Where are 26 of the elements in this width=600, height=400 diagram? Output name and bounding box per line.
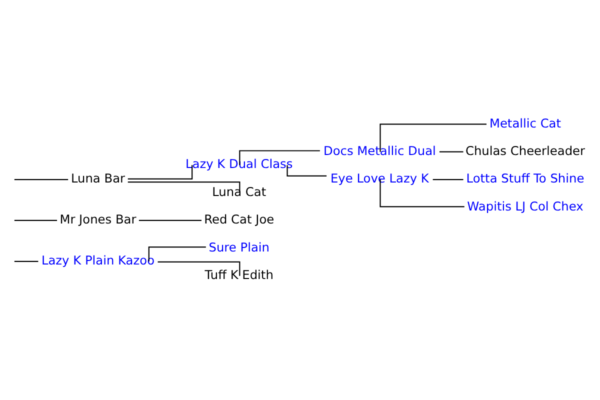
connector	[128, 165, 193, 180]
connector	[380, 180, 464, 208]
node-text: Wapitis LJ Col Chex	[467, 199, 584, 214]
connector	[380, 124, 487, 152]
node-text: Tuff K Edith	[204, 268, 274, 282]
connector	[14, 178, 68, 180]
node-text: Lotta Stuff To Shine	[466, 172, 584, 186]
connector	[432, 178, 464, 180]
connector	[138, 220, 202, 222]
node-text: Eye Love Lazy K	[330, 172, 429, 186]
node-text: Luna Bar	[70, 172, 126, 186]
connector	[148, 246, 206, 262]
connector	[239, 150, 320, 166]
node-text: Docs Metallic Dual	[323, 144, 436, 158]
node-text: Lazy K Dual Class	[186, 157, 293, 172]
node-text: Lazy K Plain Kazoo	[41, 254, 155, 268]
node-text: Sure Plain	[208, 240, 270, 254]
connector	[14, 260, 38, 262]
node-text: Red Cat Joe	[204, 212, 274, 227]
node-text: Chulas Cheerleader	[465, 144, 586, 158]
node-text: Metallic Cat	[489, 116, 562, 130]
connector	[439, 151, 464, 152]
connector	[14, 220, 58, 222]
node-text: Mr Jones Bar	[60, 212, 136, 227]
node-text: Luna Cat	[212, 184, 266, 199]
connector	[286, 165, 327, 176]
